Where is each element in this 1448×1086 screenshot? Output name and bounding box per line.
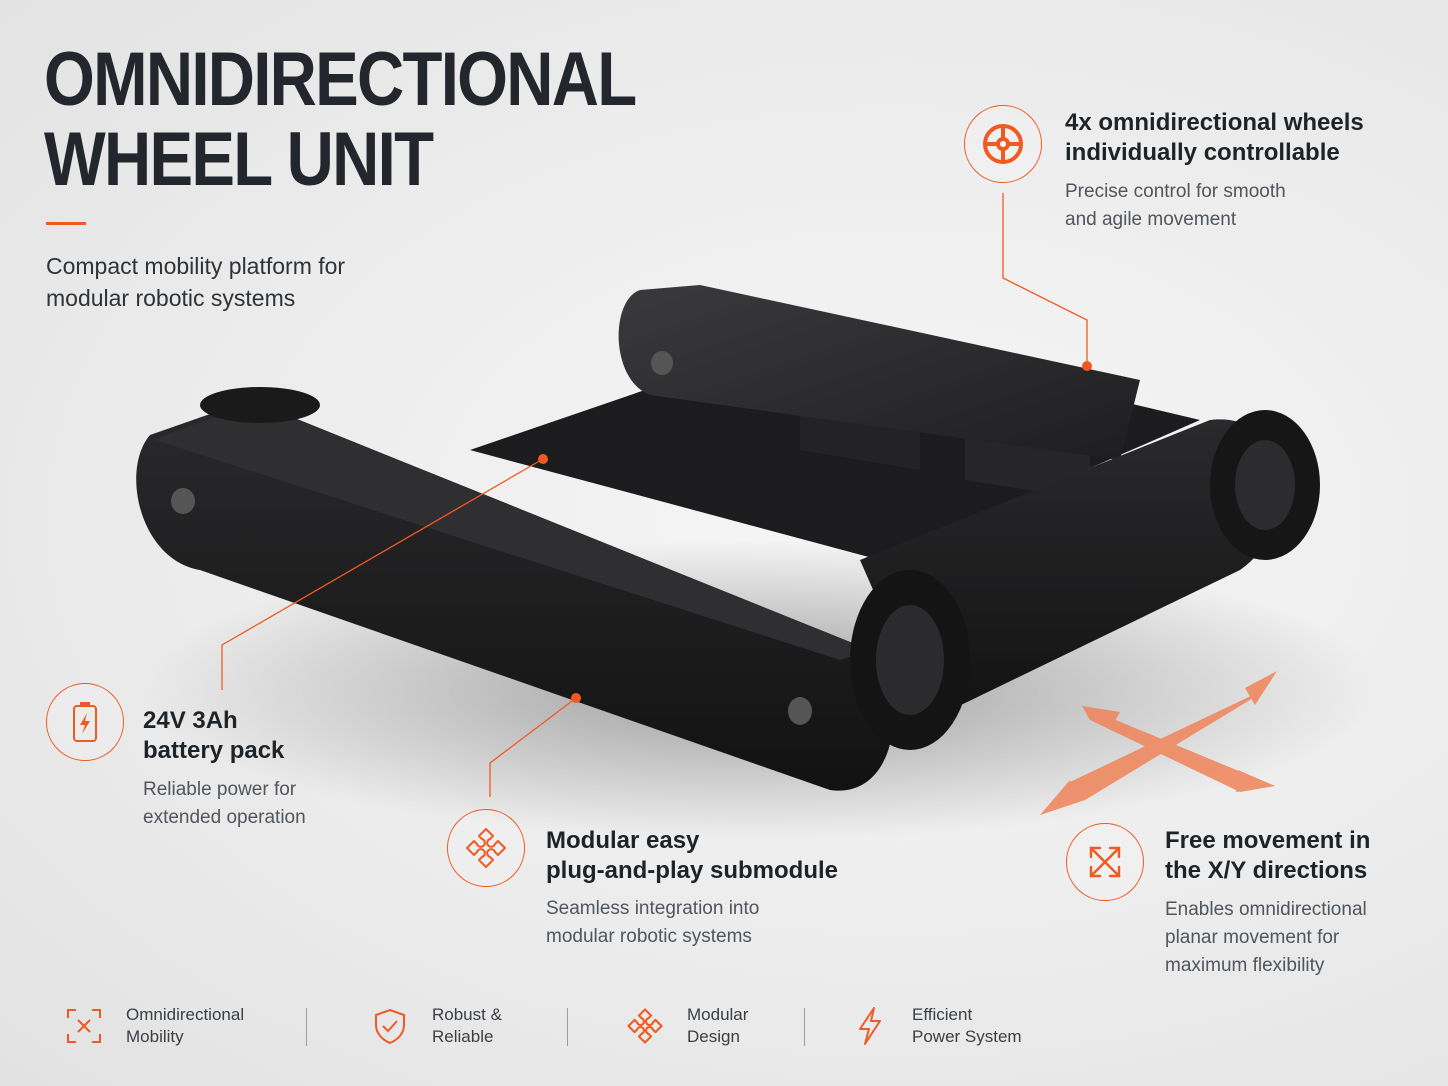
feature-bar: Omnidirectional Mobility Robust & Reliab… bbox=[0, 996, 1448, 1066]
motion-arrowhead-se bbox=[1236, 770, 1275, 792]
callout-modular-desc-line: modular robotic systems bbox=[546, 926, 752, 947]
callout-battery-title-line: battery pack bbox=[143, 737, 285, 764]
feature-label-line: Power System bbox=[912, 1027, 1022, 1046]
feature-divider bbox=[306, 1008, 307, 1046]
feature-label-line: Reliable bbox=[432, 1027, 494, 1046]
callout-wheels-title: 4x omnidirectional wheels individually c… bbox=[1065, 108, 1364, 168]
title-line-2: WHEEL UNIT bbox=[44, 117, 434, 202]
subtitle: Compact mobility platform for modular ro… bbox=[46, 250, 426, 314]
wheel-front-right-hub bbox=[876, 605, 944, 715]
callout-movement-desc: Enables omnidirectional planar movement … bbox=[1165, 896, 1367, 980]
callout-movement-desc-line: maximum flexibility bbox=[1165, 955, 1325, 976]
motion-arrowhead-nw bbox=[1082, 706, 1120, 730]
puzzle-icon bbox=[625, 1006, 665, 1046]
callout-modular-desc: Seamless integration into modular roboti… bbox=[546, 895, 759, 951]
subtitle-line-1: Compact mobility platform for bbox=[46, 253, 346, 279]
feature-label-line: Mobility bbox=[126, 1027, 184, 1046]
back-rail-screw bbox=[651, 351, 673, 375]
feature-label: Omnidirectional Mobility bbox=[126, 1004, 244, 1048]
callout-battery-desc: Reliable power for extended operation bbox=[143, 776, 306, 832]
callout-battery-title: 24V 3Ah battery pack bbox=[143, 706, 284, 766]
callout-modular-title-line: plug-and-play submodule bbox=[546, 857, 838, 884]
feature-label-line: Robust & bbox=[432, 1005, 502, 1024]
callout-battery-desc-line: Reliable power for bbox=[143, 779, 297, 800]
feature-item: Modular Design bbox=[625, 1004, 748, 1048]
page-title: OMNIDIRECTIONAL WHEEL UNIT bbox=[44, 37, 637, 202]
lightning-icon bbox=[850, 1006, 890, 1046]
mobility-icon bbox=[64, 1006, 104, 1046]
callout-wheels-desc-line: Precise control for smooth bbox=[1065, 181, 1286, 202]
motion-arrow-cross bbox=[1082, 706, 1275, 792]
omni-wheel-icon bbox=[964, 105, 1042, 183]
motion-arrowhead-ne bbox=[1245, 671, 1277, 705]
feature-item: Efficient Power System bbox=[850, 1004, 1022, 1048]
callout-wheels-title-line: 4x omnidirectional wheels bbox=[1065, 109, 1364, 136]
callout-wheels-title-line: individually controllable bbox=[1065, 139, 1340, 166]
feature-label: Robust & Reliable bbox=[432, 1004, 502, 1048]
callout-wheels-desc: Precise control for smooth and agile mov… bbox=[1065, 178, 1286, 234]
callout-modular-desc-line: Seamless integration into bbox=[546, 898, 760, 919]
feature-label-line: Efficient bbox=[912, 1005, 973, 1024]
callout-battery-title-line: 24V 3Ah bbox=[143, 707, 238, 734]
front-rail-screw-right bbox=[788, 697, 812, 725]
front-rail-screw-left bbox=[171, 488, 195, 514]
callout-wheels-desc-line: and agile movement bbox=[1065, 209, 1237, 230]
shield-check-icon bbox=[370, 1006, 410, 1046]
callout-modular-title-line: Modular easy bbox=[546, 827, 700, 854]
feature-divider bbox=[804, 1008, 805, 1046]
title-line-1: OMNIDIRECTIONAL bbox=[44, 37, 637, 122]
feature-item: Omnidirectional Mobility bbox=[64, 1004, 244, 1048]
callout-movement-title-line: the X/Y directions bbox=[1165, 857, 1368, 884]
feature-label-line: Omnidirectional bbox=[126, 1005, 245, 1024]
feature-label-line: Design bbox=[687, 1027, 740, 1046]
feature-label: Modular Design bbox=[687, 1004, 748, 1048]
title-accent-rule bbox=[46, 222, 86, 225]
motion-arrowhead-sw bbox=[1040, 780, 1075, 815]
xy-motion-arrows bbox=[1040, 671, 1277, 815]
callout-modular-title: Modular easy plug-and-play submodule bbox=[546, 826, 838, 886]
feature-item: Robust & Reliable bbox=[370, 1004, 502, 1048]
puzzle-icon bbox=[447, 809, 525, 887]
back-rail bbox=[618, 285, 1140, 460]
wheel-back-left bbox=[200, 387, 320, 423]
feature-label-line: Modular bbox=[687, 1005, 749, 1024]
subtitle-line-2: modular robotic systems bbox=[46, 285, 296, 311]
callout-movement-desc-line: planar movement for bbox=[1165, 927, 1340, 948]
callout-movement-title-line: Free movement in bbox=[1165, 827, 1371, 854]
xy-arrows-icon bbox=[1066, 823, 1144, 901]
wheel-back-right-hub bbox=[1235, 440, 1295, 530]
battery-icon bbox=[46, 683, 124, 761]
feature-label: Efficient Power System bbox=[912, 1004, 1022, 1048]
callout-movement-desc-line: Enables omnidirectional bbox=[1165, 899, 1367, 920]
callout-battery-desc-line: extended operation bbox=[143, 807, 306, 828]
feature-divider bbox=[567, 1008, 568, 1046]
callout-movement-title: Free movement in the X/Y directions bbox=[1165, 826, 1370, 886]
